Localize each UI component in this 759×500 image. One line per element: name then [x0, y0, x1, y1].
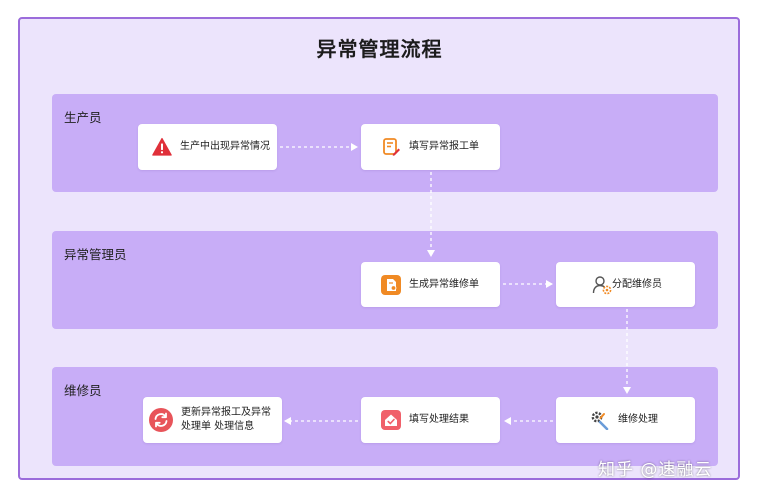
node-fill-result: 填写处理结果: [361, 397, 500, 443]
edit-document-icon: [383, 138, 400, 156]
node-label: 生产中出现异常情况: [180, 141, 270, 152]
diagram-title: 异常管理流程: [316, 37, 443, 61]
lane-label-exception-manager: 异常管理员: [64, 247, 127, 262]
node-generate-order: 生成异常维修单: [361, 262, 500, 307]
warning-triangle-icon: [152, 137, 172, 156]
node-repair: 维修处理: [556, 397, 695, 443]
node-label: 填写异常报工单: [409, 141, 479, 152]
node-label: 维修处理: [618, 414, 658, 425]
tools-icon: [591, 411, 609, 430]
node-label: 更新异常报工及异常处理单 处理信息: [181, 407, 271, 432]
lane-label-production: 生产员: [64, 110, 102, 125]
refresh-icon: [149, 408, 173, 432]
node-label: 生成异常维修单: [409, 278, 479, 290]
document-icon: [381, 274, 401, 295]
watermark: 知乎 @速融云: [598, 460, 713, 480]
node-label: 填写处理结果: [409, 414, 469, 425]
node-assign-repairer: 分配维修员: [556, 262, 695, 307]
node-production-exception: 生产中出现异常情况: [138, 124, 277, 170]
node-update-report: 更新异常报工及异常处理单 处理信息: [143, 397, 282, 443]
user-gear-icon: [592, 275, 612, 294]
lane-label-repairer: 维修员: [64, 383, 102, 398]
node-label: 分配维修员: [612, 278, 662, 290]
node-fill-report: 填写异常报工单: [361, 124, 500, 170]
home-check-icon: [381, 410, 401, 430]
